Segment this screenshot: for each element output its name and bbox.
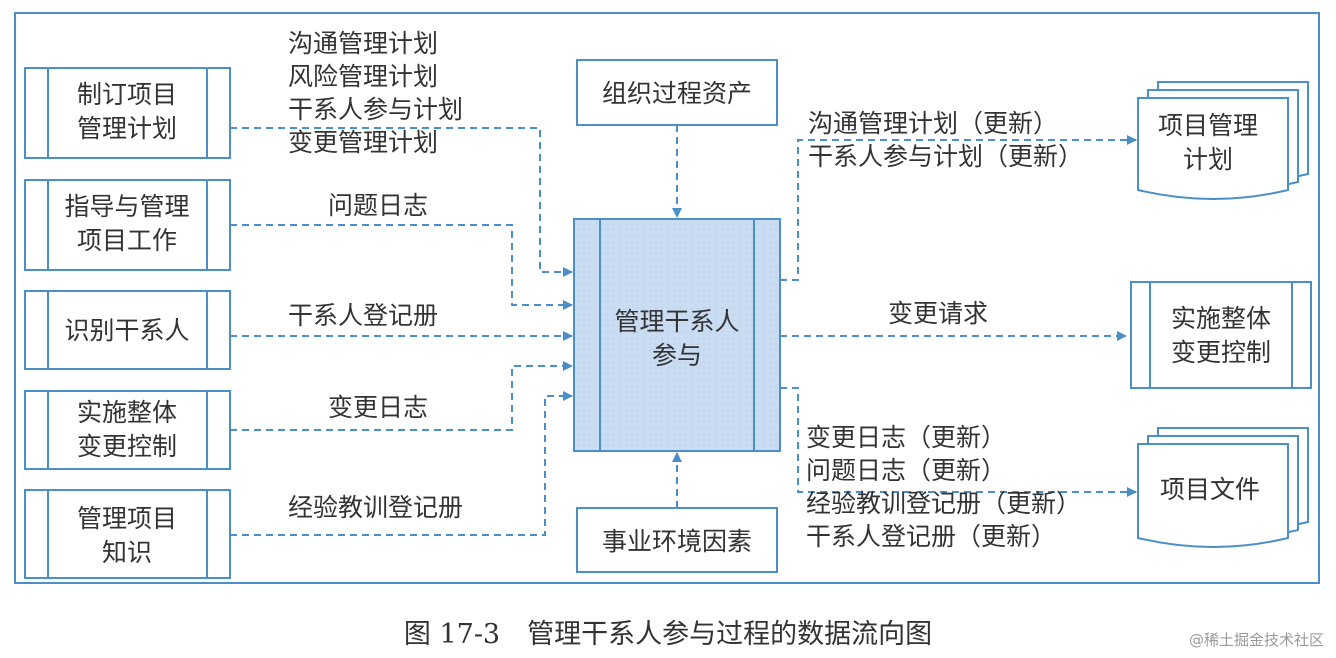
label-stakeholder-register: 干系人登记册 — [288, 301, 438, 330]
input-box-label: 项目工作 — [77, 226, 177, 255]
box-enterprise-factors: 事业环境因素 — [576, 507, 778, 573]
label-lessons-update: 经验教训登记册（更新） — [806, 489, 1081, 518]
process-label: 管理干系人 — [614, 307, 739, 336]
process-manage-engagement: 管理干系人 参与 — [573, 218, 781, 452]
process-label: 参与 — [652, 341, 702, 370]
input-box-label: 制订项目 — [77, 80, 177, 109]
label-comm-plan: 沟通管理计划 — [288, 29, 438, 58]
arrow-issue-log — [230, 224, 573, 310]
input-box-label: 变更控制 — [77, 432, 177, 461]
input-box-label: 管理计划 — [77, 114, 177, 143]
box-label: 事业环境因素 — [602, 527, 752, 556]
box-label: 组织过程资产 — [602, 79, 752, 108]
input-box-manage-knowledge: 管理项目 知识 — [24, 489, 231, 579]
label-comm-plan-update: 沟通管理计划（更新） — [808, 109, 1058, 138]
label-risk-plan: 风险管理计划 — [288, 62, 438, 91]
input-box-integrated-change-control: 实施整体 变更控制 — [24, 390, 231, 470]
data-flow-diagram: 制订项目 管理计划 指导与管理 项目工作 识别干系人 实施整体 变更控制 管理项… — [24, 29, 1312, 579]
arrow-plan-updates — [780, 135, 1137, 281]
doc-label: 项目文件 — [1160, 475, 1260, 504]
label-engagement-plan: 干系人参与计划 — [288, 95, 463, 124]
label-engagement-plan-update: 干系人参与计划（更新） — [808, 142, 1083, 171]
watermark: @稀土掘金技术社区 — [1188, 631, 1324, 649]
input-box-label: 知识 — [102, 538, 152, 567]
doc-project-plan — [1137, 81, 1309, 200]
diagram-frame — [14, 12, 1320, 584]
box-output-change-control: 实施整体 变更控制 — [1130, 281, 1312, 389]
figure-caption: 图 17-3 管理干系人参与过程的数据流向图 — [403, 619, 933, 650]
arrow-doc-updates — [780, 387, 1137, 497]
input-box-label: 识别干系人 — [64, 316, 189, 345]
box-org-process-assets: 组织过程资产 — [576, 59, 778, 126]
label-register-update: 干系人登记册（更新） — [806, 522, 1056, 551]
label-change-plan: 变更管理计划 — [288, 128, 438, 157]
doc-project-documents — [1137, 427, 1309, 548]
box-label: 实施整体 — [1171, 304, 1271, 333]
input-box-direct-manage: 指导与管理 项目工作 — [24, 179, 231, 271]
arrow-change-log — [230, 361, 573, 431]
arrow-lessons — [230, 391, 573, 536]
arrow-plans — [230, 127, 573, 277]
input-box-label: 指导与管理 — [64, 192, 189, 221]
label-issue-log: 问题日志 — [328, 191, 428, 220]
label-change-log-update: 变更日志（更新） — [806, 423, 1006, 452]
doc-label: 项目管理 — [1158, 111, 1258, 140]
label-issue-log-update: 问题日志（更新） — [806, 456, 1006, 485]
input-box-identify-stakeholders: 识别干系人 — [24, 290, 231, 370]
label-change-log: 变更日志 — [328, 393, 428, 422]
doc-label: 计划 — [1183, 145, 1233, 174]
label-lessons-register: 经验教训登记册 — [288, 493, 463, 522]
input-box-label: 实施整体 — [77, 398, 177, 427]
box-label: 变更控制 — [1171, 338, 1271, 367]
input-box-develop-plan: 制订项目 管理计划 — [24, 67, 231, 159]
input-box-label: 管理项目 — [77, 504, 177, 533]
label-change-request: 变更请求 — [888, 299, 988, 328]
